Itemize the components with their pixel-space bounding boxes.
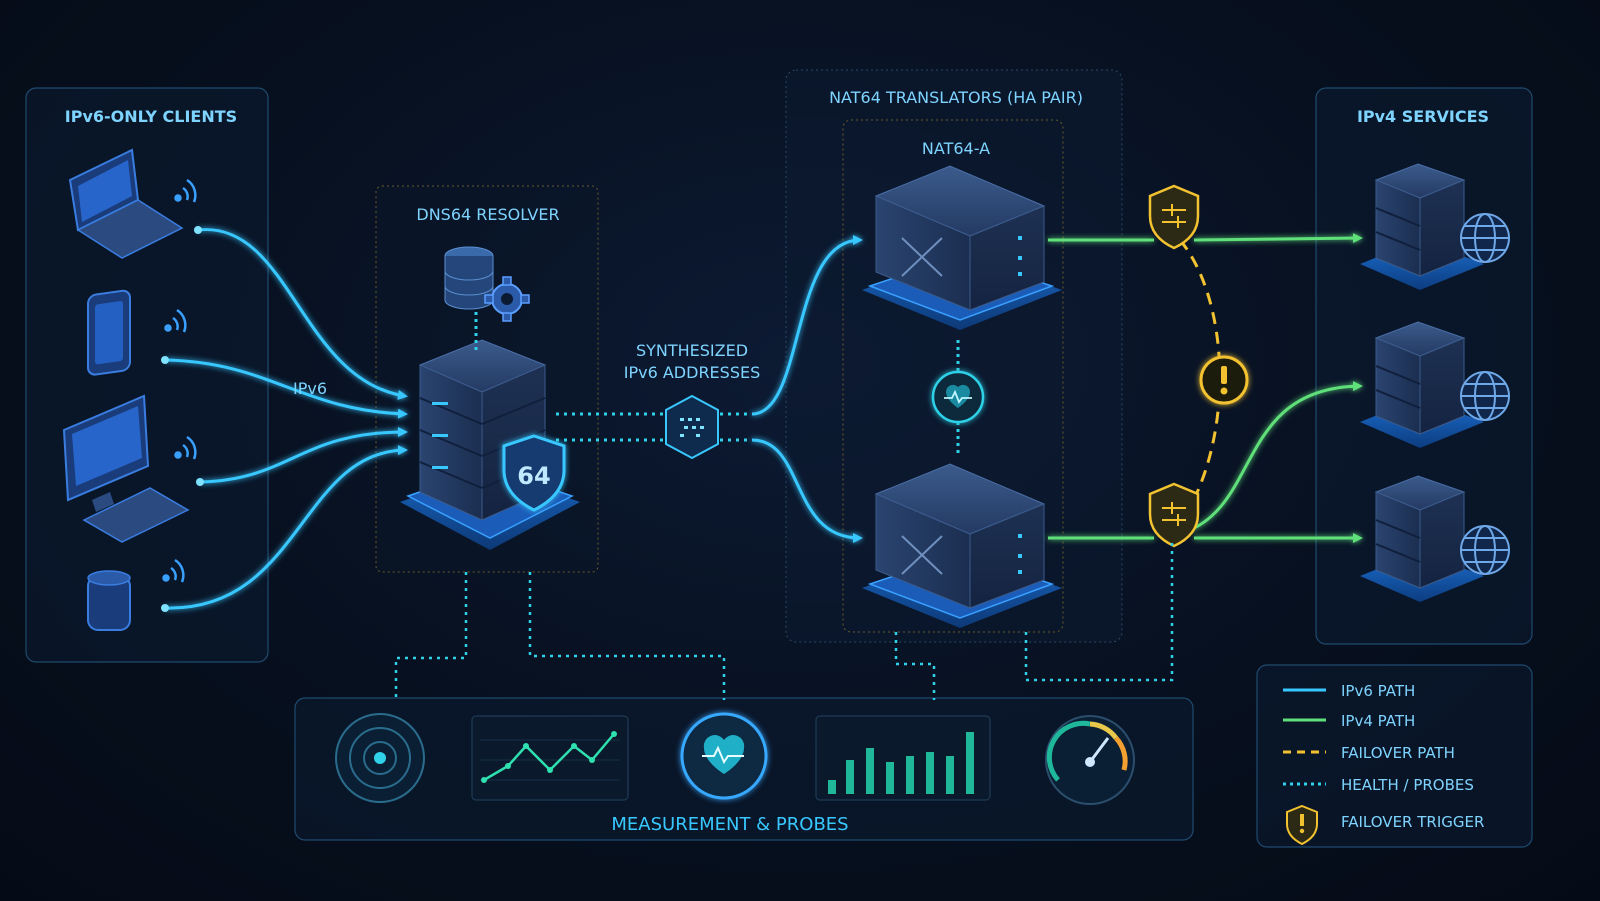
nat64-a-label: NAT64-A: [922, 139, 990, 158]
ipv4-paths: [1048, 233, 1363, 543]
nat64-b-server: [862, 463, 1062, 628]
bar-chart-icon: [815, 715, 991, 801]
line-chart-icon: [471, 715, 629, 801]
translate-arrows-icon: [901, 535, 943, 575]
legend: IPv6 PATH IPv4 PATH FAILOVER PATH HEALTH…: [1283, 682, 1484, 846]
nat64-group-title: NAT64 TRANSLATORS (HA PAIR): [829, 88, 1083, 107]
failover-trigger-shield-icon: [1148, 184, 1200, 250]
dns64-badge: 64: [517, 462, 550, 490]
ipv6-link-speaker: [164, 445, 408, 610]
gear-icon: [484, 276, 530, 322]
ipv6-link-label: IPv6: [293, 379, 327, 398]
nat64-inner-panel: [842, 119, 1064, 633]
smartphone-icon: [87, 289, 131, 376]
ipv4-title: IPv4 SERVICES: [1357, 107, 1489, 126]
ipv6-to-nat64-links: [751, 235, 863, 543]
laptop-icon: [68, 148, 184, 259]
ipv4-service-servers: [1360, 163, 1510, 602]
wifi-icon: [164, 308, 187, 333]
legend-failover-path: FAILOVER PATH: [1341, 744, 1455, 762]
ipv4-server-3: [1360, 475, 1510, 602]
translate-arrows-icon: [901, 237, 943, 277]
legend-ipv6-path: IPv6 PATH: [1341, 682, 1415, 700]
legend-failover-trigger: FAILOVER TRIGGER: [1341, 813, 1484, 831]
legend-panel: [1256, 664, 1533, 848]
synth-label-line1: SYNTHESIZED: [636, 341, 748, 360]
ipv4-server-2: [1360, 321, 1510, 448]
legend-ipv4-path: IPv4 PATH: [1341, 712, 1415, 730]
wifi-icon: [174, 435, 197, 460]
database-icon: [444, 246, 494, 310]
ipv6-client-links: [164, 228, 408, 610]
smart-speaker-icon: [87, 570, 131, 631]
synth-links: [556, 412, 752, 442]
synth-label-line2: IPv6 ADDRESSES: [624, 363, 761, 382]
ipv6-link-laptop: [197, 228, 408, 400]
globe-icon: [1460, 371, 1510, 421]
ipv6-link-nat64-a: [751, 235, 863, 416]
failover-trigger-shield-icon: [1148, 482, 1200, 548]
clients-title: IPv6-ONLY CLIENTS: [65, 107, 237, 126]
ipv6-link-nat64-b: [751, 438, 863, 543]
dns64-title: DNS64 RESOLVER: [416, 205, 559, 224]
address-synthesis-hexagon-icon: [665, 394, 719, 460]
legend-failover-trigger-icon: [1286, 804, 1318, 846]
ipv6-link-desktop: [199, 427, 408, 484]
globe-icon: [1460, 525, 1510, 575]
health-heart-icon: [680, 712, 768, 800]
link-endpoints: [161, 226, 204, 612]
wifi-icon: [162, 558, 185, 583]
clients-panel: [25, 87, 269, 663]
ha-heartbeat: [931, 340, 985, 456]
gauge-icon: [1045, 715, 1135, 805]
nat64-a-server: [862, 165, 1062, 330]
desktop-icon: [62, 394, 190, 543]
measurement-title: MEASUREMENT & PROBES: [611, 814, 848, 835]
globe-icon: [1460, 213, 1510, 263]
ipv6-link-phone: [164, 358, 408, 419]
probe-links: [394, 540, 1174, 700]
failover-alert-icon: [1199, 355, 1249, 405]
ipv4-server-1: [1360, 163, 1510, 290]
dns64-shield-icon: 64: [502, 434, 566, 512]
ipv4-path-b-alt: [1189, 381, 1363, 532]
radar-icon: [335, 713, 425, 803]
legend-health-probes: HEALTH / PROBES: [1341, 776, 1474, 794]
wifi-icon: [174, 178, 197, 203]
